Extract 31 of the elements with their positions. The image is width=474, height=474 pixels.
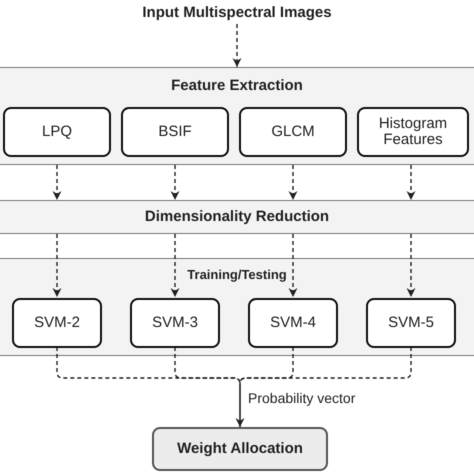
dashed-arrow (170, 234, 180, 297)
arrow (236, 384, 244, 427)
stage-title: Training/Testing (187, 267, 287, 282)
dashed-arrow (170, 165, 180, 200)
dashed-connector (239, 347, 412, 384)
dashed-arrow (406, 234, 416, 297)
stage-band (0, 258, 474, 356)
process-box: Weight Allocation (152, 427, 328, 471)
process-box: SVM-5 (366, 298, 456, 348)
dashed-arrow (406, 165, 416, 200)
input-label: Input Multispectral Images (142, 4, 332, 20)
process-box: SVM-2 (12, 298, 102, 348)
stage-title: Dimensionality Reduction (144, 208, 330, 225)
dashed-arrow (288, 165, 298, 200)
edge-label: Probability vector (246, 390, 358, 406)
dashed-arrow (52, 165, 62, 200)
dashed-connector (56, 347, 241, 384)
process-box: GLCM (239, 107, 347, 157)
dashed-arrow (52, 234, 62, 297)
stage-band (0, 200, 474, 234)
stage-band (0, 67, 474, 165)
dashed-connector (239, 347, 294, 384)
process-box: SVM-4 (248, 298, 338, 348)
dashed-arrow (288, 234, 298, 297)
process-box: LPQ (3, 107, 111, 157)
dashed-arrow (232, 24, 242, 67)
process-box: BSIF (121, 107, 229, 157)
process-box: SVM-3 (130, 298, 220, 348)
dashed-connector (174, 347, 241, 384)
stage-title: Feature Extraction (171, 77, 303, 94)
process-box: Histogram Features (357, 107, 469, 157)
